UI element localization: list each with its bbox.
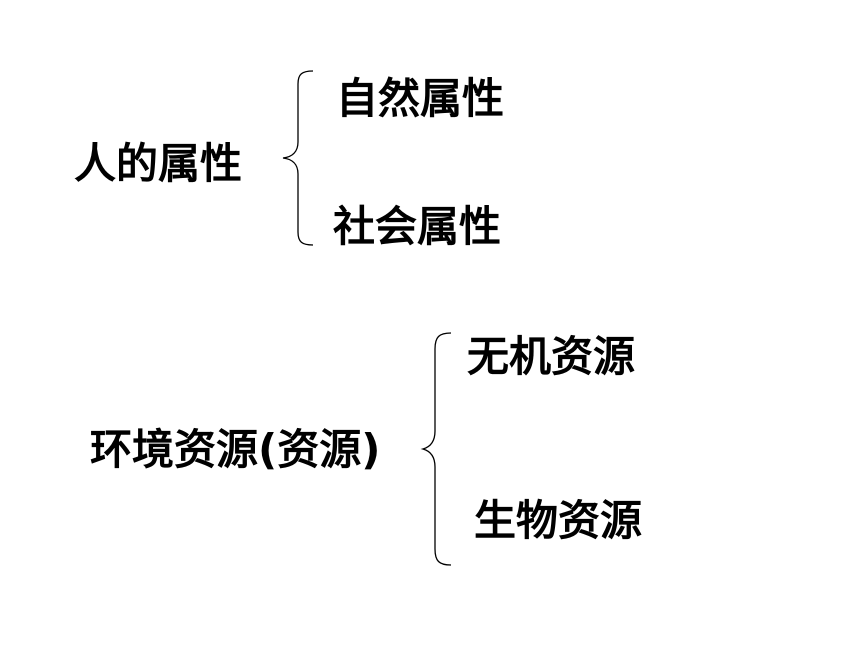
branch-label-inorganic-resources: 无机资源 — [467, 332, 636, 381]
branch-label-social-attribute: 社会属性 — [333, 202, 502, 251]
brace-environmental-resources — [420, 332, 452, 566]
root-label-human-attributes: 人的属性 — [74, 139, 243, 188]
brace-human-attributes — [282, 70, 314, 246]
branch-label-biological-resources: 生物资源 — [474, 496, 643, 545]
root-label-environmental-resources: 环境资源(资源) — [90, 425, 381, 474]
branch-label-natural-attribute: 自然属性 — [336, 74, 505, 123]
